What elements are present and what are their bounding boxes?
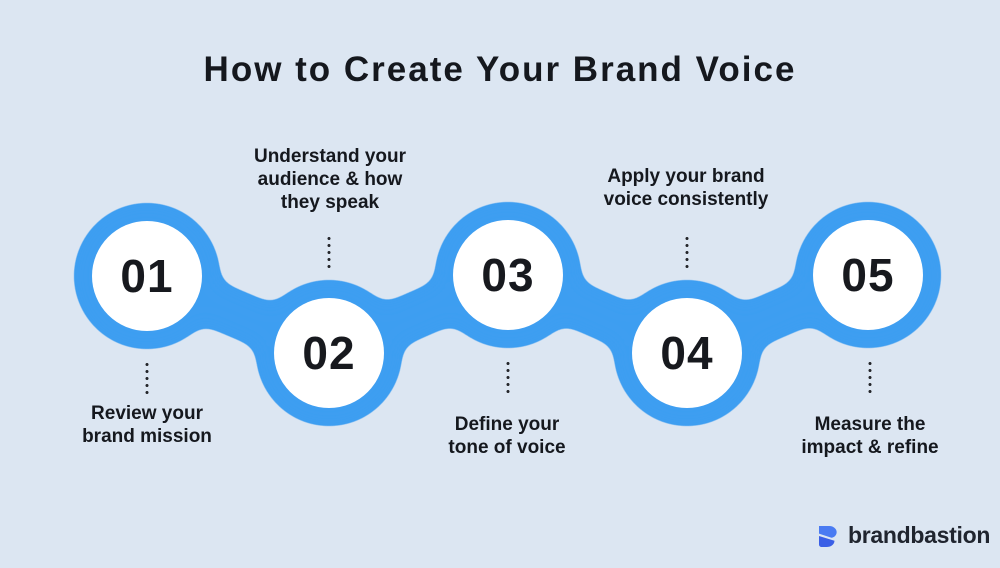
- step-5-label-line-2: impact & refine: [801, 437, 939, 458]
- step-2-label-line-1: Understand your: [253, 146, 407, 167]
- step-3-label-line-2: tone of voice: [448, 437, 566, 458]
- step-5-dotted-connector: [868, 360, 872, 394]
- step-3-label-line-1: Define your: [454, 414, 560, 435]
- step-4-label-line-2: voice consistently: [603, 189, 769, 210]
- step-2-dotted-connector: [327, 235, 331, 269]
- step-5-label-line-1: Measure the: [814, 414, 926, 435]
- step-4-number: 04: [660, 327, 714, 379]
- step-2-label-line-3: they speak: [280, 192, 380, 213]
- step-3-number: 03: [481, 249, 535, 301]
- brandbastion-logo: brandbastion: [816, 522, 990, 549]
- step-2-label: Understand your audience & how they spea…: [210, 145, 450, 214]
- page-title: How to Create Your Brand Voice: [203, 50, 797, 89]
- step-1-dotted-connector: [145, 361, 149, 395]
- brandbastion-b-icon: [819, 525, 837, 547]
- step-1-label: Review your brand mission: [27, 402, 267, 448]
- step-4-label: Apply your brand voice consistently: [566, 165, 806, 211]
- step-5-number: 05: [841, 249, 895, 301]
- step-3-dotted-connector: [506, 360, 510, 394]
- step-2-number: 02: [302, 327, 356, 379]
- step-4-label-line-1: Apply your brand: [607, 166, 765, 187]
- step-5-label: Measure the impact & refine: [750, 413, 990, 459]
- step-1-label-line-1: Review your: [91, 403, 203, 424]
- brandbastion-logo-text: brandbastion: [848, 522, 991, 548]
- step-1-label-line-2: brand mission: [82, 426, 212, 447]
- step-1-number: 01: [120, 250, 174, 302]
- step-4-dotted-connector: [685, 235, 689, 269]
- chain-circle-faces: [92, 220, 923, 408]
- step-2-label-line-2: audience & how: [257, 169, 403, 190]
- step-3-label: Define your tone of voice: [387, 413, 627, 459]
